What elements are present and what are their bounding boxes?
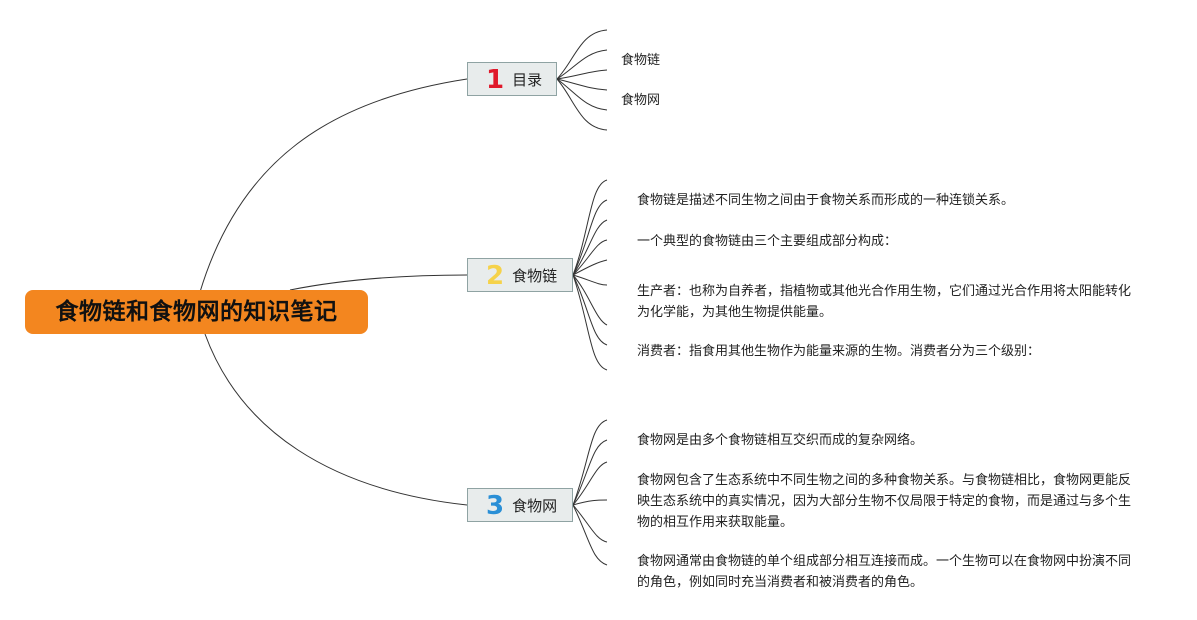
connector-b3-leaf-b (572, 439, 608, 506)
branch-label: 目录 (512, 70, 543, 89)
connector-root-branch-3 (204, 333, 468, 506)
connector-b2-leaf-a (572, 179, 608, 276)
connector-b1-leaf-b (556, 49, 608, 80)
connector-b1-leaf-e (556, 78, 608, 111)
number-two-icon: 2 (486, 261, 505, 291)
leaf-topic[interactable]: 消费者：指食用其他生物作为能量来源的生物。消费者分为三个级别： (637, 344, 1041, 359)
leaf-topic[interactable]: 食物链 (621, 53, 661, 68)
leaf-topic[interactable]: 一个典型的食物链由三个主要组成部分构成： (637, 234, 898, 249)
connector-b2-leaf-i (572, 274, 608, 371)
leaf-topic[interactable]: 食物网是由多个食物链相互交织而成的复杂网络。 (637, 433, 924, 448)
leaf-topic[interactable]: 食物网通常由食物链的单个组成部分相互连接而成。一个生物可以在食物网中扮演不同的角… (637, 554, 1132, 590)
branch-topic-food-chain[interactable]: 2 食物链 (467, 258, 573, 292)
leaf-topic[interactable]: 食物网 (621, 93, 661, 108)
connector-b1-leaf-d (556, 78, 608, 91)
connector-b3-leaf-d (572, 499, 608, 506)
root-topic[interactable]: 食物链和食物网的知识笔记 (25, 290, 368, 334)
connector-b2-leaf-c (572, 219, 608, 276)
connector-b3-leaf-c (572, 461, 608, 506)
branch-label: 食物网 (512, 496, 558, 515)
connector-b2-leaf-d (572, 239, 608, 276)
connector-b1-leaf-f (556, 78, 608, 131)
connector-b2-leaf-h (572, 274, 608, 346)
connector-b2-leaf-g (572, 274, 608, 326)
number-three-icon: 3 (486, 491, 505, 521)
branch-topic-food-web[interactable]: 3 食物网 (467, 488, 573, 522)
connector-b1-leaf-c (556, 69, 608, 80)
connector-root-branch-2 (289, 274, 468, 291)
connector-b3-leaf-e (572, 504, 608, 543)
connector-b2-leaf-b (572, 199, 608, 276)
leaf-topic[interactable]: 食物链是描述不同生物之间由于食物关系而形成的一种连锁关系。 (637, 193, 1015, 208)
leaf-topic[interactable]: 生产者：也称为自养者，指植物或其他光合作用生物，它们通过光合作用将太阳能转化为化… (637, 284, 1132, 320)
connector-b3-leaf-f (572, 504, 608, 566)
leaf-topic[interactable]: 食物网包含了生态系统中不同生物之间的多种食物关系。与食物链相比，食物网更能反映生… (637, 473, 1132, 530)
connector-b2-leaf-f (572, 274, 608, 286)
branch-topic-contents[interactable]: 1 目录 (467, 62, 557, 96)
connector-b1-leaf-a (556, 29, 608, 80)
connector-root-branch-1 (199, 78, 468, 293)
connector-b2-leaf-e (572, 259, 608, 276)
connector-b3-leaf-a (572, 419, 608, 506)
branch-label: 食物链 (512, 266, 558, 285)
number-one-icon: 1 (486, 65, 505, 95)
